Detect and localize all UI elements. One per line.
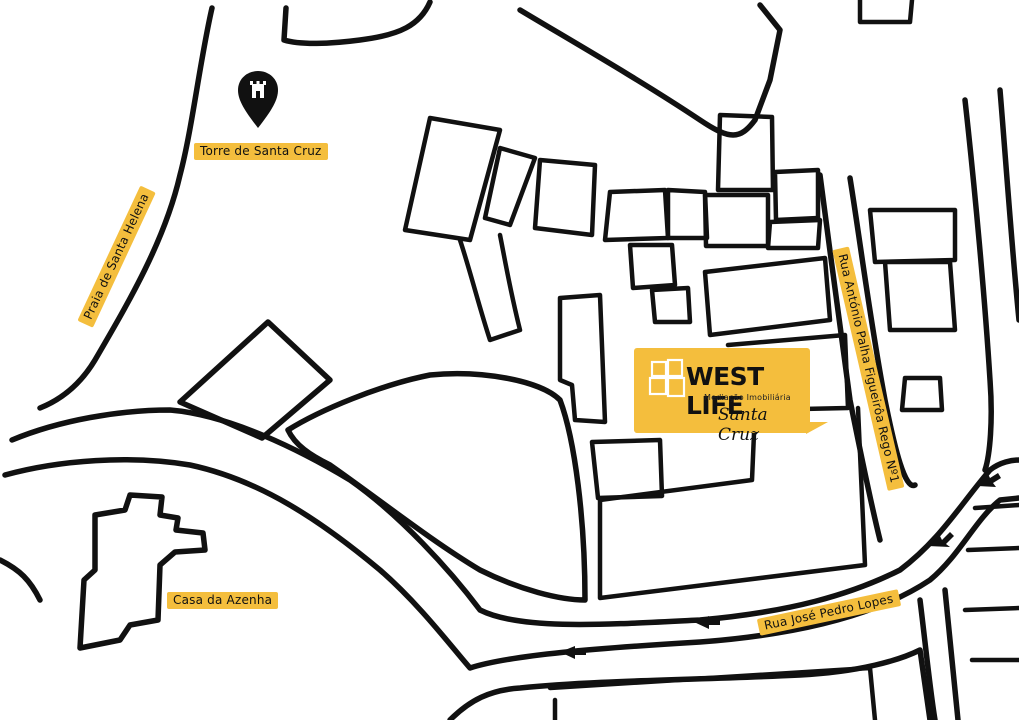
right-edge-block-2 [965,545,1019,553]
label-torre-de-santa-cruz: Torre de Santa Cruz [194,143,328,160]
tower-pin-icon [238,71,278,128]
building-10 [627,242,678,291]
right-street-right [847,175,918,489]
right-down-line-1 [917,597,938,720]
far-right-line [962,97,994,473]
building-16 [457,232,523,343]
building-7 [702,192,771,249]
west-life-logo-icon [648,358,686,398]
lower-road-edge [447,647,933,720]
building-1 [402,115,503,243]
building-13 [557,292,608,425]
brand-sign-tail [806,422,828,434]
right-block-top [857,0,915,25]
right-edge-block-3 [962,605,1019,613]
brand-name: WEST LIFE [686,362,764,420]
main-road-top-edge [9,407,1019,628]
building-6 [715,112,776,193]
coast-line-inner [281,0,433,47]
main-road-bottom-edge [2,457,1019,671]
coast-line-outer [37,5,215,411]
right-block-3 [899,375,945,413]
right-down-line-2 [942,587,961,720]
far-right-line-2 [997,87,1019,323]
right-block-1 [867,207,958,265]
building-12 [702,255,833,338]
lower-lot [547,665,878,720]
building-11 [649,285,693,325]
casa-azenha-outline [77,492,208,651]
brand-location: Santa Cruz [718,405,768,445]
label-casa-da-azenha: Casa da Azenha [167,592,279,609]
right-edge-block-1 [972,502,1019,511]
right-block-2 [882,259,958,333]
brand-tagline: Mediação Imobiliária [704,393,791,402]
park-large [285,370,588,603]
park-top [517,2,783,138]
building-5 [665,187,710,241]
park-diamond [177,319,333,441]
arrow-icon [560,473,1001,659]
west-life-brand-sign: WEST LIFE Mediação Imobiliária Santa Cru… [634,348,810,445]
building-14 [589,437,665,501]
building-8 [772,167,821,223]
building-4 [602,187,671,243]
building-9 [765,217,823,251]
building-2 [482,145,538,228]
lower-road-edge-2 [0,557,43,603]
building-3 [532,157,598,238]
building-15 [597,332,868,601]
